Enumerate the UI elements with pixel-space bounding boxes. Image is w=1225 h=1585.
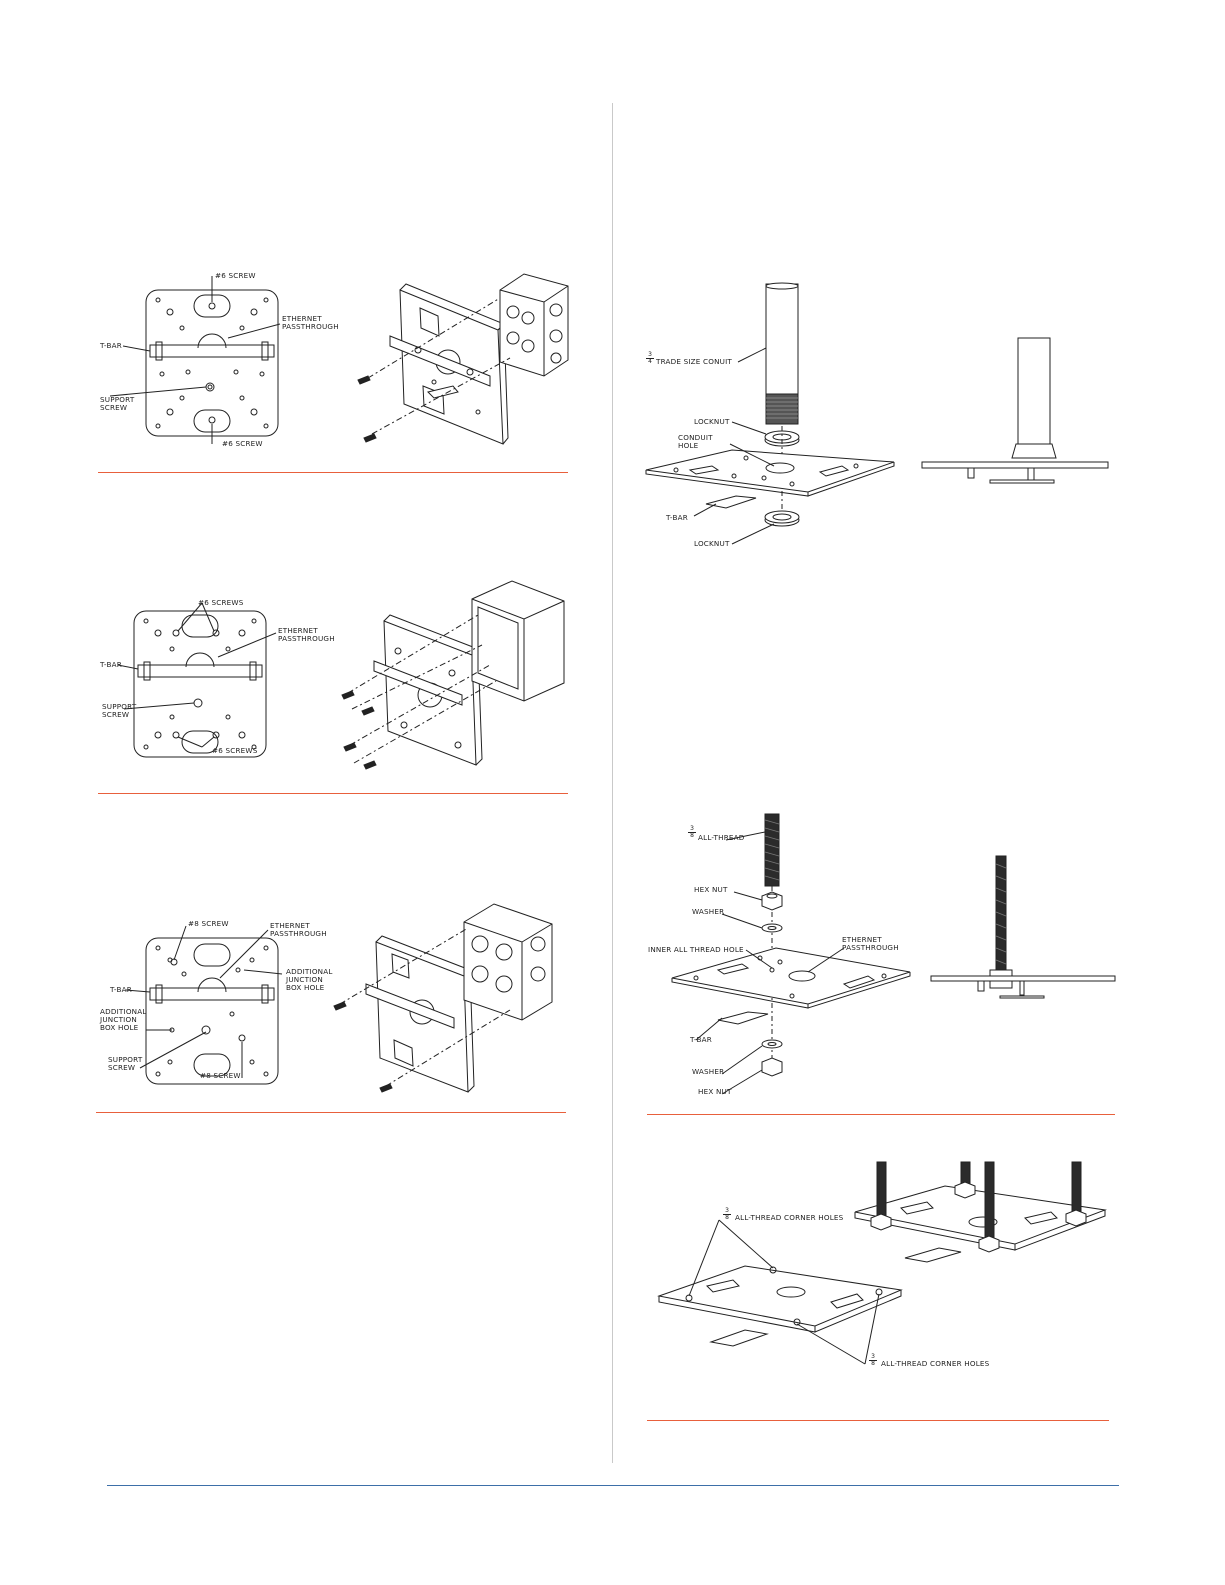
single-gang-plate-drawing [109,273,569,445]
label-support-screw: SUPPORT SCREW [102,702,137,719]
fraction-denominator: 8 [688,832,696,839]
label-hex-nut-top: HEX NUT [694,885,728,894]
label-washer-top: WASHER [692,907,725,916]
label-all-thread-corner-holes-top: ALL-THREAD CORNER HOLES [735,1213,844,1222]
figure-corner-holes: 3 8 ALL-THREAD CORNER HOLES 3 8 ALL-THRE… [655,1158,1125,1388]
label-t-bar: T-BAR [110,985,132,994]
figure-rule [98,793,568,794]
corner-holes-drawing [657,1161,1107,1365]
label-all-thread-fraction: 3 8 [688,826,696,839]
label-conduit-fraction: 3 4 [646,352,654,365]
label-t-bar: T-BAR [690,1035,712,1044]
label-all-thread-corner-holes-bottom: ALL-THREAD CORNER HOLES [881,1359,990,1368]
deep-box-plate-drawing [125,903,553,1093]
figure-square-box: #6 SCREWS ETHERNET PASSTHROUGH T-BAR SUP… [98,580,573,783]
fraction-denominator: 8 [869,1360,877,1367]
label-6-screws-bottom: #6 SCREWS [212,746,258,755]
label-washer-bottom: WASHER [692,1067,725,1076]
label-corner-holes-bottom-fraction: 3 8 [869,1354,877,1367]
label-8-screw-bottom: #8 SCREW [200,1071,241,1080]
label-support-screw: SUPPORT SCREW [100,395,135,412]
label-all-thread: ALL-THREAD [698,833,745,842]
figure-rule [98,472,568,473]
label-corner-holes-top-fraction: 3 8 [723,1208,731,1221]
label-trade-size-conduit: TRADE SIZE CONUIT [656,357,733,366]
label-6-screws-top: #6 SCREWS [198,598,244,607]
fraction-numerator: 3 [725,1207,729,1214]
fraction-denominator: 4 [646,358,654,365]
fraction-denominator: 8 [723,1214,731,1221]
label-conduit-hole: CONDUIT HOLE [678,433,713,450]
label-ethernet-passthrough: ETHERNET PASSTHROUGH [270,921,327,938]
label-t-bar: T-BAR [666,513,688,522]
label-6-screw-bottom: #6 SCREW [222,439,263,448]
label-additional-junction-box-hole-left: ADDITIONAL JUNCTION BOX HOLE [100,1007,147,1032]
figure-deep-box: #8 SCREW ETHERNET PASSTHROUGH ADDITIONAL… [96,902,571,1102]
figure-single-gang-box: #6 SCREW ETHERNET PASSTHROUGH T-BAR SUPP… [98,262,573,462]
figure-rule [647,1420,1109,1421]
label-ethernet-passthrough: ETHERNET PASSTHROUGH [842,935,899,952]
fraction-numerator: 3 [690,825,694,832]
square-box-plate-drawing [117,580,565,770]
label-t-bar: T-BAR [100,660,122,669]
label-inner-all-thread-hole: INNER ALL THREAD HOLE [648,945,744,954]
label-hex-nut-bottom: HEX NUT [698,1087,732,1096]
label-ethernet-passthrough: ETHERNET PASSTHROUGH [282,314,339,331]
label-locknut-bottom: LOCKNUT [694,539,730,548]
figure-rule [96,1112,566,1113]
conduit-mount-drawing [645,282,1109,545]
figure-rule [647,1114,1115,1115]
figure-conduit-mount: 3 4 TRADE SIZE CONUIT LOCKNUT CONDUIT HO… [645,282,1126,552]
figure-all-thread-mount: 3 8 ALL-THREAD HEX NUT WASHER INNER ALL … [648,812,1128,1098]
label-8-screw-top: #8 SCREW [188,919,229,928]
label-t-bar: T-BAR [100,341,122,350]
column-divider [612,103,613,1463]
fraction-numerator: 3 [648,351,652,358]
label-ethernet-passthrough: ETHERNET PASSTHROUGH [278,626,335,643]
all-thread-mount-drawing [671,813,1116,1095]
fraction-numerator: 3 [871,1353,875,1360]
label-6-screw-top: #6 SCREW [215,271,256,280]
footer-rule [107,1485,1119,1486]
label-support-screw: SUPPORT SCREW [108,1055,143,1072]
label-additional-junction-box-hole-right: ADDITIONAL JUNCTION BOX HOLE [286,967,333,992]
label-locknut-top: LOCKNUT [694,417,730,426]
